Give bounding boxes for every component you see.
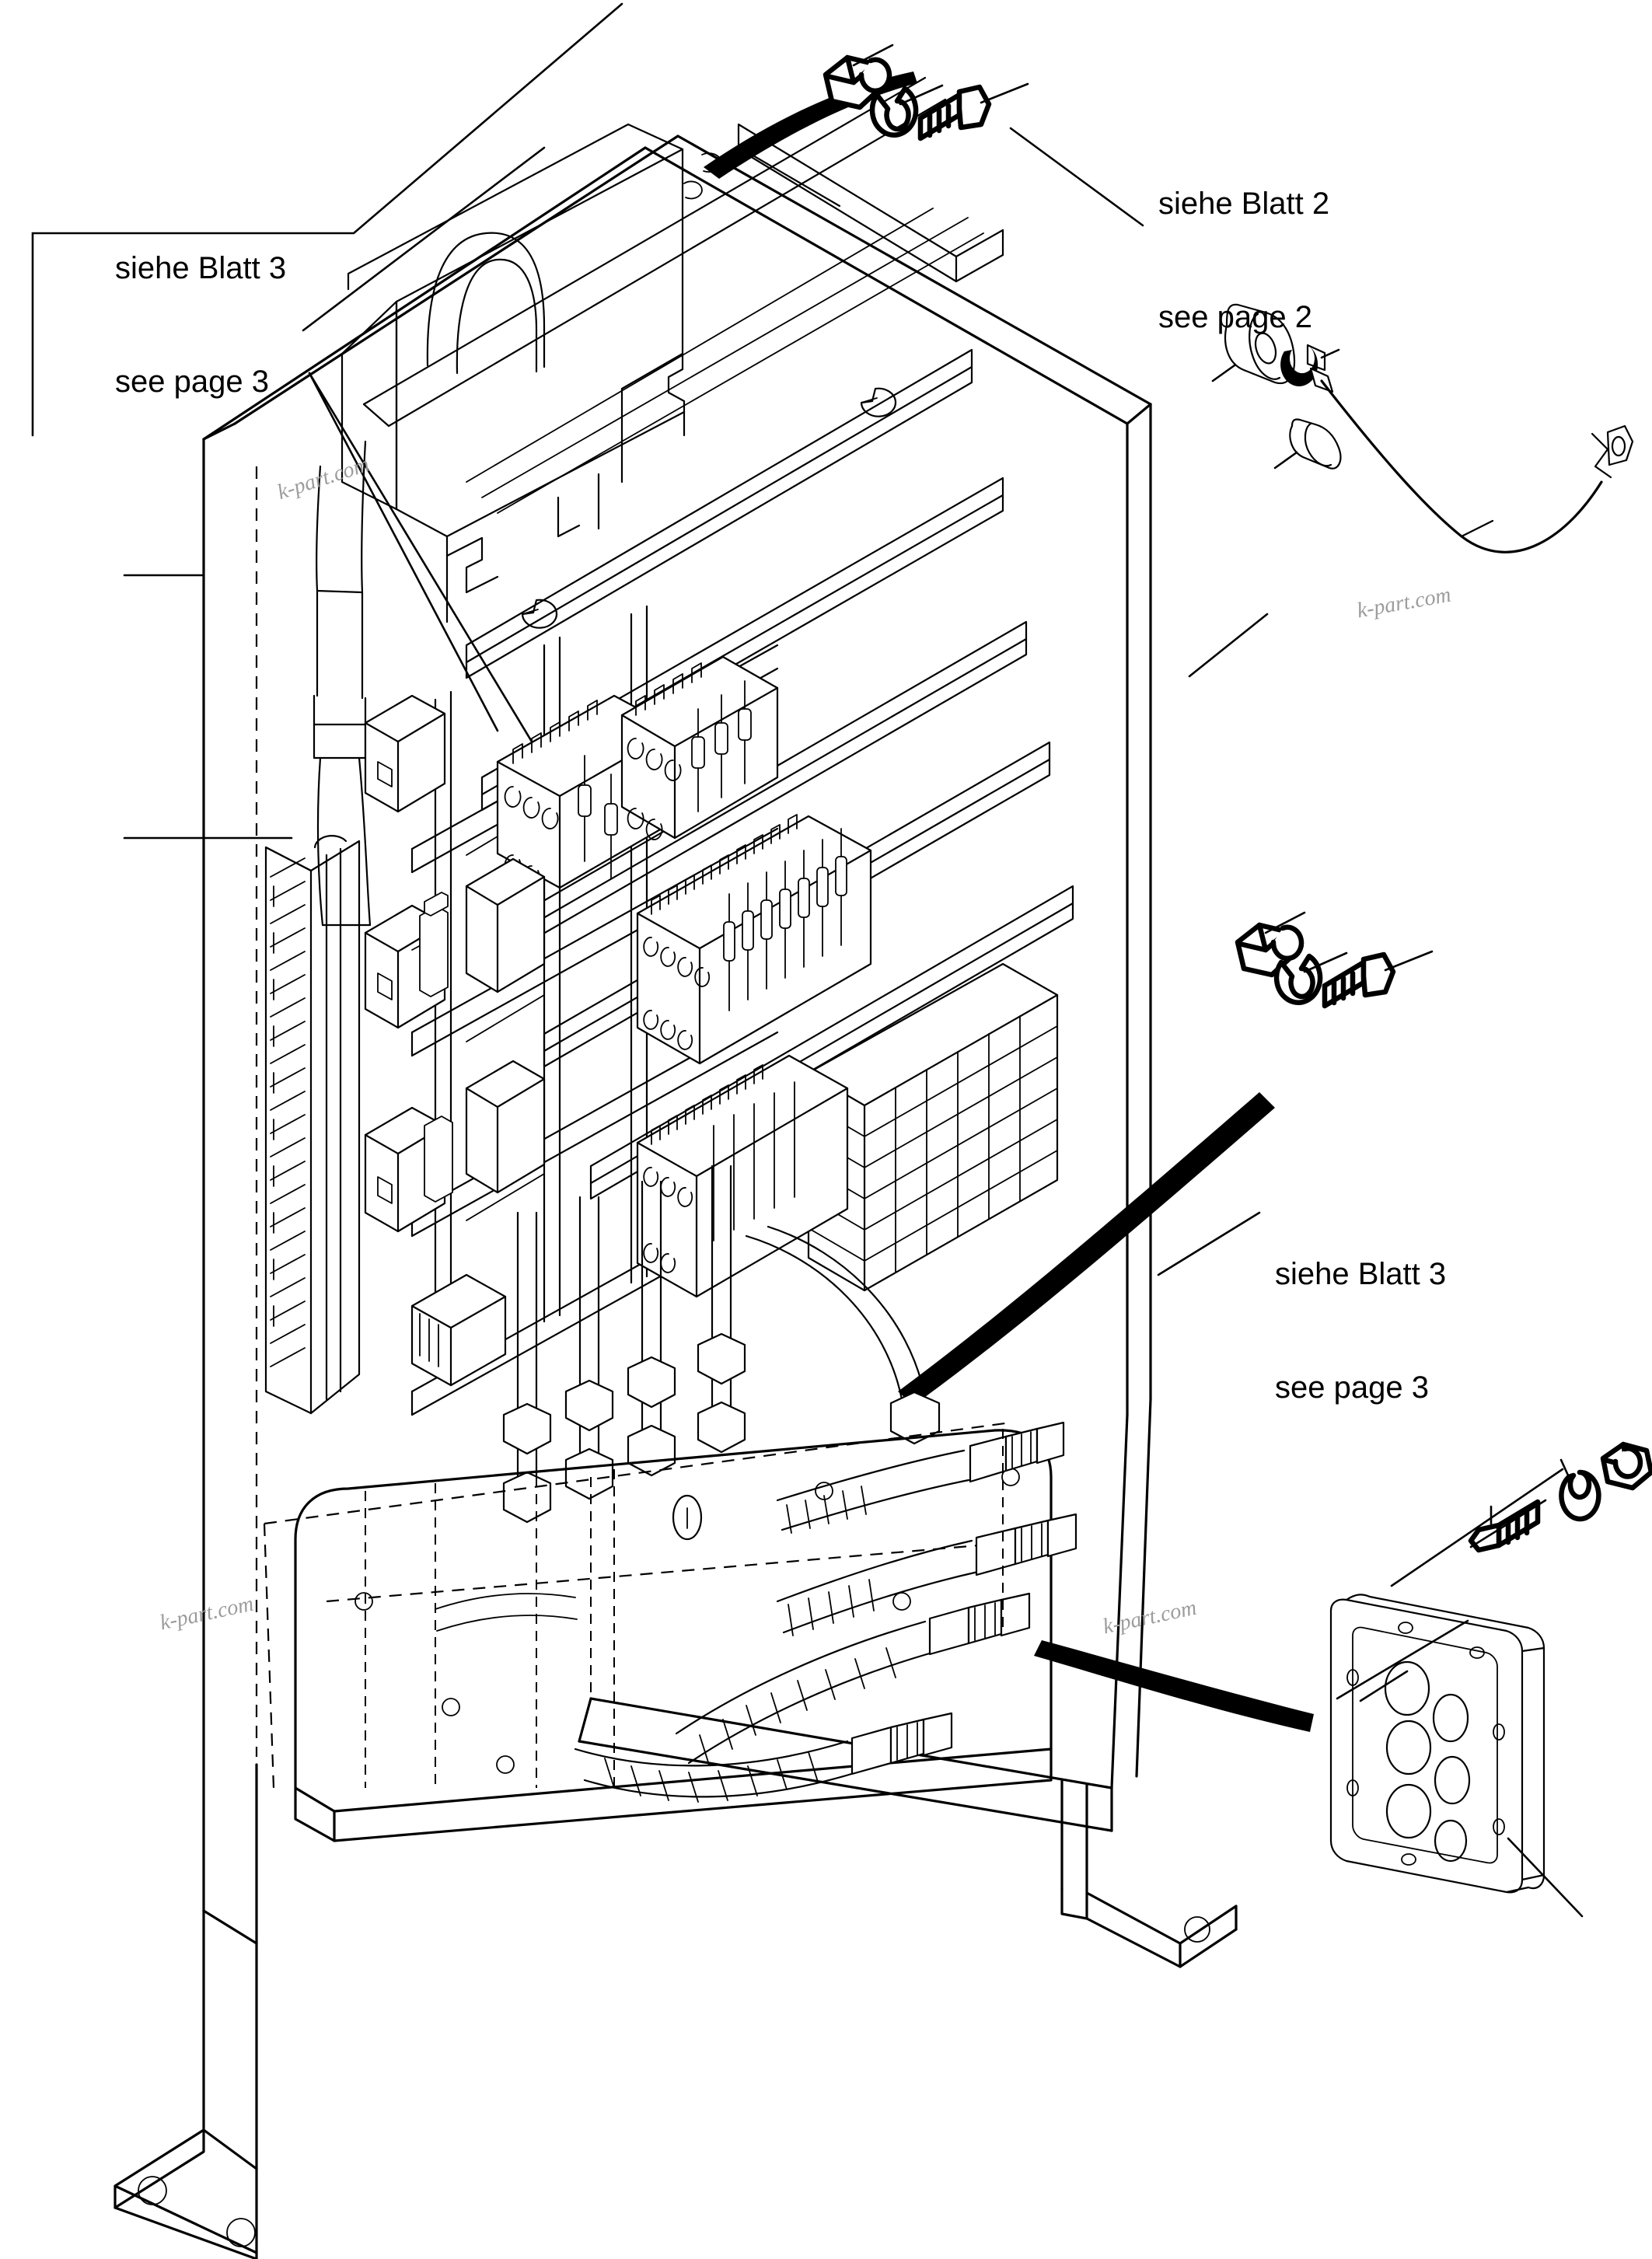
callout-see-page-3-top-left: siehe Blatt 3 see page 3 — [115, 173, 286, 439]
fuse-bank — [807, 962, 1059, 1292]
callout-line-en: see page 3 — [115, 364, 269, 399]
lifting-eye — [426, 232, 546, 375]
terminal-block-mid — [636, 814, 872, 1065]
callout-see-page-3-right: siehe Blatt 3 see page 3 — [1275, 1179, 1446, 1445]
connector-cable — [1320, 379, 1634, 553]
cable-drops — [502, 1164, 941, 1524]
frame-screws — [521, 180, 897, 629]
callout-line-en: see page 2 — [1158, 299, 1312, 334]
callout-line-de: siehe Blatt 2 — [1158, 186, 1330, 221]
flat-washer-bottom — [1559, 1469, 1601, 1522]
hex-bolt-bottom — [1468, 1499, 1541, 1553]
hex-nut-top — [823, 54, 892, 110]
leader-lines — [31, 2, 1584, 1918]
bottom-gland-plate — [263, 1421, 1053, 1842]
hex-bolt-top — [917, 84, 992, 141]
callout-line-en: see page 3 — [1275, 1370, 1429, 1405]
hex-nut-bottom — [1600, 1441, 1652, 1491]
bushing-large — [1211, 303, 1295, 385]
cabinet-body — [202, 134, 1152, 2170]
fastener-set-bottom — [1468, 1441, 1652, 1553]
cabinet-top-frame — [362, 76, 1004, 428]
mounting-foot-left — [114, 2128, 258, 2259]
hex-nut-middle — [1235, 922, 1304, 978]
panel-cutout-hidden — [590, 1429, 1004, 1695]
flex-conduit — [435, 1421, 1077, 1803]
fastener-set-top — [823, 44, 1029, 141]
spring-washer-middle — [1273, 953, 1323, 1005]
fastener-set-middle — [1235, 911, 1434, 1009]
relay-modules-left — [364, 694, 546, 1387]
mounting-foot-right — [1060, 1887, 1238, 1968]
terminal-block-upper-right — [620, 655, 779, 840]
callout-line-de: siehe Blatt 3 — [115, 250, 287, 285]
spring-washer-top — [869, 86, 919, 138]
bushing-small — [1273, 418, 1342, 470]
hex-bolt-middle — [1322, 951, 1396, 1009]
callout-see-page-2-top-right: siehe Blatt 2 see page 2 — [1158, 109, 1329, 375]
callout-line-de: siehe Blatt 3 — [1275, 1256, 1447, 1291]
bushing-connector-group — [1211, 303, 1634, 553]
gasket-cover-plate — [1329, 1594, 1545, 1894]
gland-nuts — [502, 1332, 746, 1524]
heat-sink — [264, 835, 361, 1415]
